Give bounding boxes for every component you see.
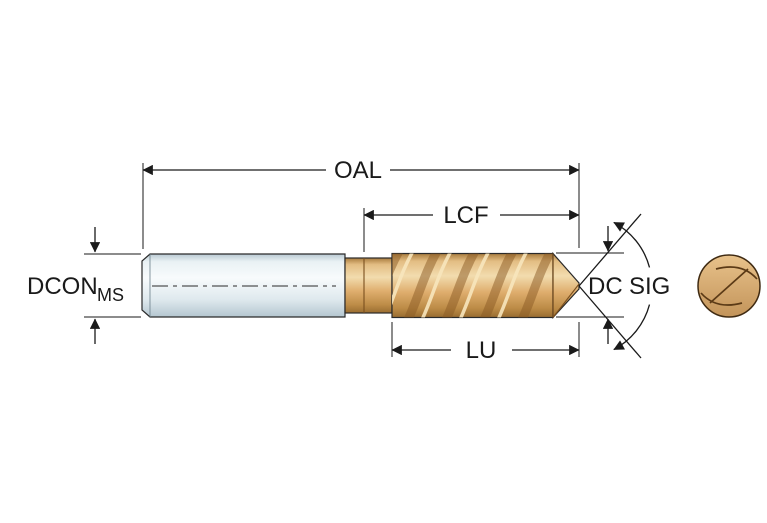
end-view-flute-edge-lower [700,292,743,306]
lu-dimension: LU [391,322,580,364]
drill-neck [344,257,393,314]
sigma-arc-lower [613,304,651,351]
lcf-dimension: LCF [363,202,580,252]
sigma-angle: SIG [578,213,670,359]
dcon-subscript-label: MS [97,285,124,305]
oal-dimension: OAL [142,157,580,249]
lcf-label: LCF [443,202,488,229]
drill-point [552,251,580,320]
sigma-line-lower [578,285,642,359]
sigma-line-upper [578,213,642,287]
lu-label: LU [466,337,497,364]
sigma-arc-upper [613,221,651,268]
oal-label: OAL [334,157,382,184]
dc-label: DC [588,273,623,300]
sig-label: SIG [629,273,670,300]
dcon-dimension: DCON MS [27,227,141,344]
flute-spiral-lines [392,253,553,318]
dcon-label: DCON [27,273,98,300]
dc-dimension: DC [556,226,624,344]
drill-end-view [697,254,761,318]
drill-side-view [141,251,580,320]
point-cutting-edge-line [552,283,580,318]
end-view-flute-edge-upper [715,266,758,280]
end-view-chisel-line [709,268,749,304]
